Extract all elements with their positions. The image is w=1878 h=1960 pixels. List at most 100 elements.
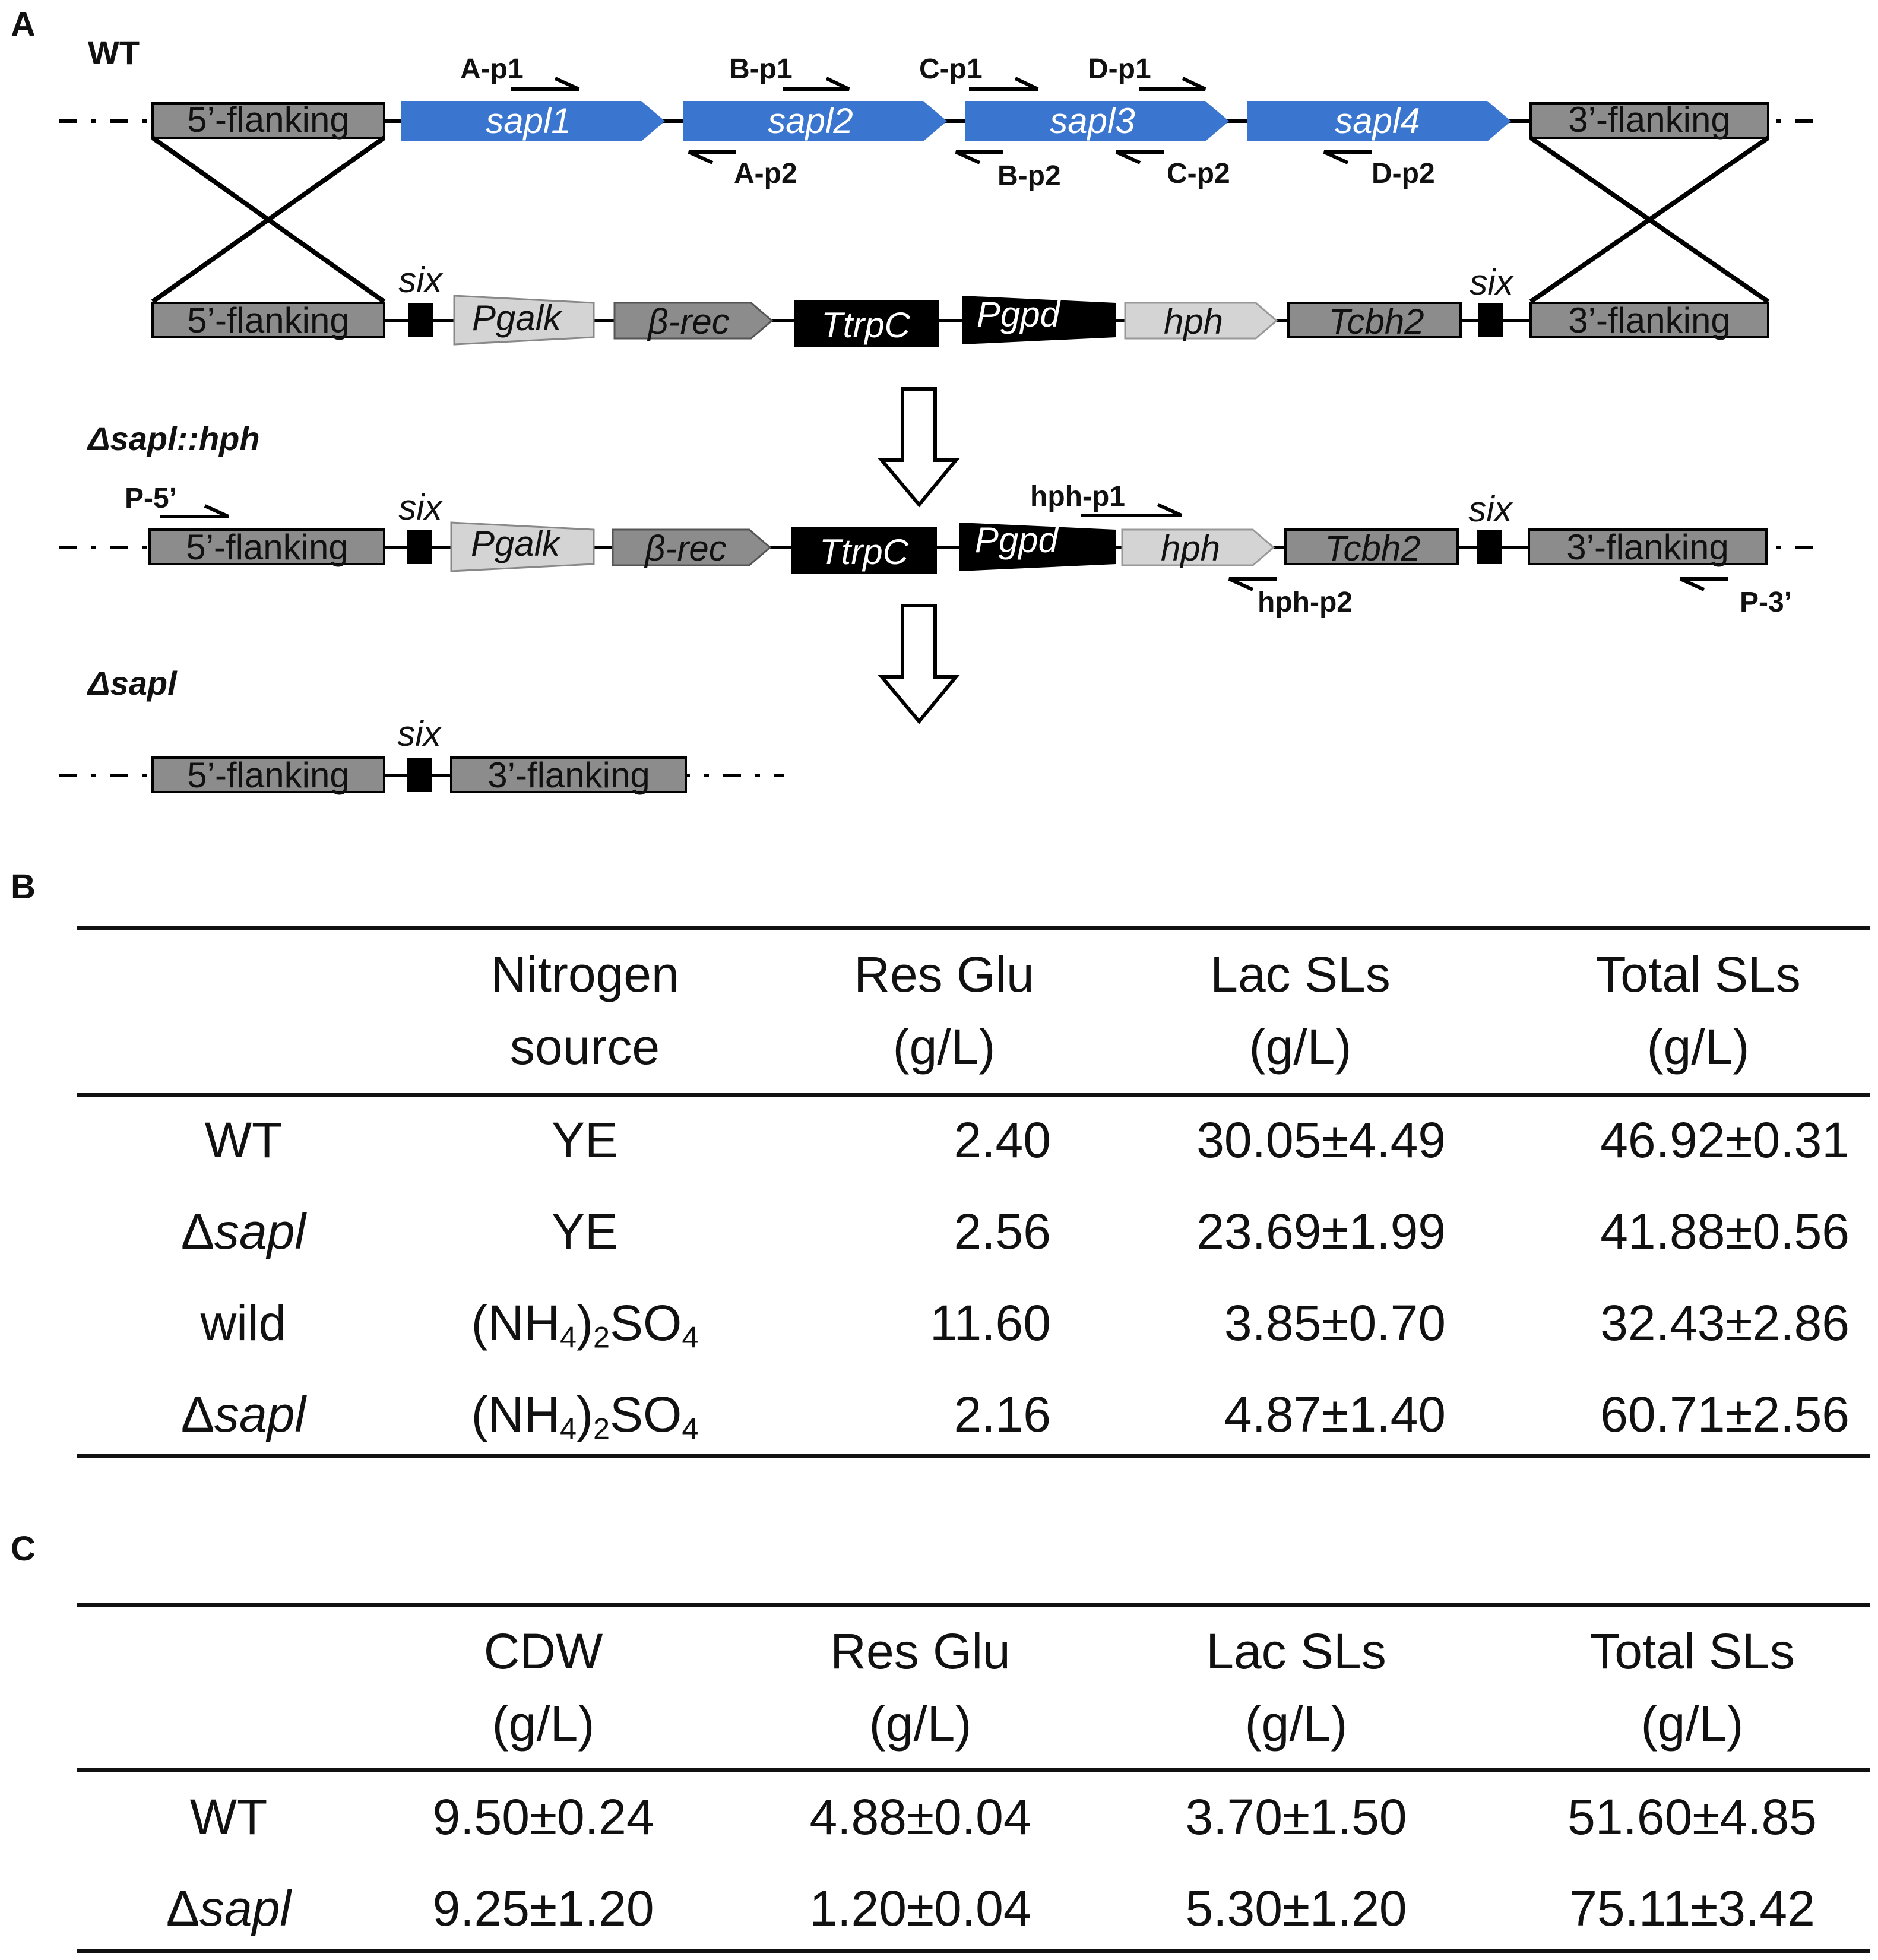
hph-hph-gene: hph [1121,528,1275,568]
beta-rec-gene: β-rec [613,302,774,341]
svg-text:C-p1: C-p1 [919,53,983,85]
res-glu-cell: 11.60 [930,1295,1051,1351]
pgpd-promoter: Pgpd [962,295,1116,344]
down-arrow-2 [878,604,960,724]
gene-sapl3: sapl3 [965,101,1229,141]
hph-beta-rec-gene: β-rec [612,528,772,568]
lac-sls-cell: 30.05±4.49 [1196,1112,1446,1168]
gene-sapl2: sapl2 [683,101,947,141]
down-arrow-1 [878,387,960,508]
svg-text:P-3’: P-3’ [1740,587,1792,618]
cdw-cell: 9.50±0.24 [432,1789,654,1845]
cdw-cell: 9.25±1.20 [432,1880,654,1936]
svg-text:3’-flanking: 3’-flanking [1568,100,1731,140]
svg-text:A-p2: A-p2 [734,158,797,189]
construct-diagram: .bb { stroke:#000; stroke-width:4; } .lb… [59,34,1826,795]
strain-cell: WT [204,1112,283,1168]
total-sls-cell: 60.71±2.56 [1600,1386,1850,1442]
svg-text:six: six [397,714,442,753]
gene-sapl4: sapl4 [1247,101,1511,141]
primer-c-p2: C-p2 [1115,150,1230,189]
table-b-header-total-sls: Total SLs(g/L) [1595,946,1801,1075]
res-glu-cell: 2.56 [954,1204,1052,1259]
hph-six-site-1: six [398,487,444,564]
svg-text:B-p1: B-p1 [729,53,793,85]
primer-b-p1: B-p1 [729,53,850,91]
res-glu-cell: 2.40 [954,1112,1052,1168]
nitrogen-cell: (NH4)2SO4 [471,1295,699,1354]
table-b-top-rule [77,926,1870,930]
panel-label-a: A [11,5,36,44]
total-sls-cell: 75.11±3.42 [1569,1880,1815,1936]
primer-c-p1: C-p1 [919,53,1039,91]
res-glu-cell: 1.20±0.04 [809,1880,1031,1936]
strain-cell: WT [189,1789,268,1845]
wt-3-flank: 3’-flanking [1529,100,1769,140]
primer-b-p2: B-p2 [955,150,1061,192]
total-sls-cell: 51.60±4.85 [1567,1789,1817,1845]
table-c-header-res-glu: Res Glu(g/L) [830,1623,1011,1752]
tcbh2-terminator: Tcbh2 [1287,302,1462,341]
table-c-header-total-sls: Total SLs(g/L) [1589,1623,1795,1752]
svg-text:C-p2: C-p2 [1167,158,1230,189]
svg-text:sapl2: sapl2 [768,101,853,141]
hph-3-flank: 3’-flanking [1528,527,1768,567]
svg-text:sapl1: sapl1 [486,101,571,141]
strain-cell: wild [200,1295,287,1351]
panel-label-c: C [11,1530,36,1568]
hph-pgpd-promoter: Pgpd [959,520,1116,571]
svg-text:six: six [1468,489,1513,529]
svg-text:D-p2: D-p2 [1372,158,1435,189]
lac-sls-cell: 23.69±1.99 [1196,1204,1446,1259]
svg-text:5’-flanking: 5’-flanking [187,755,350,795]
ttrpc-terminator: TtrpC [794,300,939,347]
six-site-1: six [398,260,444,337]
svg-text:β-rec: β-rec [644,528,727,568]
svg-text:Pgalk: Pgalk [471,524,562,563]
table-b-header-res-glu: Res Glu(g/L) [854,946,1034,1075]
svg-text:six: six [398,487,443,527]
lac-sls-cell: 3.85±0.70 [1224,1295,1446,1351]
hph-pgalk-promoter: Pgalk [450,521,595,572]
primer-a-p2: A-p2 [688,150,797,189]
svg-text:Pgalk: Pgalk [472,298,563,338]
svg-text:sapl3: sapl3 [1050,101,1135,141]
res-glu-cell: 4.88±0.04 [809,1789,1031,1845]
svg-text:5’-flanking: 5’-flanking [187,100,350,140]
strain-cell: Δsapl [166,1880,292,1936]
primer-p3: P-3’ [1679,577,1792,618]
hph-row-label: Δsapl::hph [87,420,260,457]
primer-a-p1: A-p1 [460,53,580,91]
nitrogen-cell: YE [551,1112,619,1168]
hph-5-flank: 5’-flanking [148,527,385,567]
svg-text:β-rec: β-rec [647,302,730,341]
svg-text:Tcbh2: Tcbh2 [1328,302,1424,341]
table-b-header-lac-sls: Lac SLs(g/L) [1210,946,1391,1075]
table-c-bottom-rule [77,1949,1870,1953]
svg-text:D-p1: D-p1 [1088,53,1151,85]
hph-gene: hph [1124,302,1278,341]
primer-d-p2: D-p2 [1323,150,1435,189]
table-c: CDW(g/L) Res Glu(g/L) Lac SLs(g/L) Total… [77,1603,1870,1959]
lac-sls-cell: 5.30±1.20 [1185,1880,1407,1936]
total-sls-cell: 32.43±2.86 [1600,1295,1850,1351]
strain-cell: Δsapl [180,1386,306,1442]
nitrogen-cell: (NH4)2SO4 [471,1386,699,1446]
svg-text:hph: hph [1164,302,1223,341]
cassette-3-flank: 3’-flanking [1529,300,1769,340]
svg-text:3’-flanking: 3’-flanking [1568,300,1731,340]
svg-text:3’-flanking: 3’-flanking [1566,527,1729,567]
res-glu-cell: 2.16 [954,1386,1052,1442]
pgalk-promoter: Pgalk [453,295,595,346]
lac-sls-cell: 4.87±1.40 [1224,1386,1446,1442]
hph-tcbh2-terminator: Tcbh2 [1284,528,1459,568]
sapl-six-site: six [397,714,442,792]
svg-text:hph: hph [1161,528,1220,568]
primer-d-p1: D-p1 [1088,53,1206,91]
svg-text:sapl4: sapl4 [1335,101,1420,141]
panel-label-b: B [11,867,36,906]
hph-six-site-2: six [1468,489,1513,564]
svg-text:P-5’: P-5’ [125,483,177,514]
